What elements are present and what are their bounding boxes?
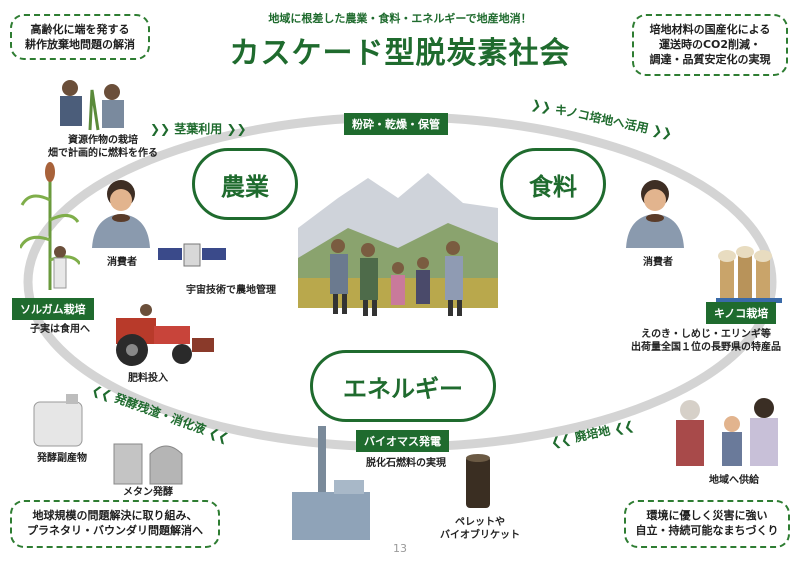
chevron-right-icon: ❯❯ bbox=[150, 122, 171, 136]
caption-regional-supply: 地域へ供給 bbox=[709, 475, 759, 486]
corner-text-line: 環境に優しく災害に強い bbox=[646, 509, 768, 522]
caption-line: 出荷量全国１位の長野県の特産品 bbox=[631, 342, 781, 353]
consumer-left-illustration bbox=[92, 180, 150, 248]
header-subtitle: 地域に根差した農業・食料・エネルギーで地産地消！ bbox=[268, 12, 532, 25]
corner-text-line: プラネタリ・バウンダリ問題解消へ bbox=[27, 524, 203, 537]
corner-box-top-right: 培地材料の国産化による 運送時のCO2削減・ 調達・品質安定化の実現 bbox=[632, 14, 788, 76]
corner-text-line: 地球規模の問題解決に取り組み、 bbox=[32, 509, 198, 522]
biomass-power-plant-illustration bbox=[292, 426, 370, 540]
caption-consumer-left: 消費者 bbox=[107, 257, 137, 268]
cloud-agriculture: 農業 bbox=[192, 148, 298, 220]
corner-text-line: 培地材料の国産化による bbox=[649, 23, 771, 36]
corner-box-bottom-left: 地球規模の問題解決に取り組み、 プラネタリ・バウンダリ問題解消へ bbox=[10, 500, 220, 548]
caption-line: えのき・しめじ・エリンギ等 bbox=[641, 329, 771, 340]
corner-text-line: 運送時のCO2削減・ bbox=[658, 38, 762, 51]
satellite-icon bbox=[158, 243, 226, 267]
caption-methane: メタン発酵 bbox=[123, 487, 173, 498]
caption-mushroom-desc: えのき・しめじ・エリンギ等 出荷量全国１位の長野県の特産品 bbox=[618, 328, 794, 354]
chevron-right-icon: ❯❯ bbox=[530, 97, 553, 116]
consumer-right-illustration bbox=[626, 180, 684, 248]
page-title: カスケード型脱炭素社会 bbox=[229, 36, 571, 71]
sorghum-plant-illustration bbox=[20, 162, 80, 290]
cloud-energy: エネルギー bbox=[310, 350, 496, 422]
caption-resource-crop: 資源作物の栽培 畑で計画的に燃料を作る bbox=[28, 134, 178, 160]
chevron-left-icon: ❮❮ bbox=[549, 431, 573, 450]
tractor-illustration bbox=[116, 304, 214, 366]
sorghum-label: ソルガム栽培 bbox=[12, 298, 94, 320]
child-illustration bbox=[53, 246, 67, 289]
cloud-food: 食料 bbox=[500, 148, 606, 220]
methane-plant-illustration bbox=[113, 443, 183, 485]
arrow-stalk-use: ❯❯ 茎葉利用 ❯❯ bbox=[150, 120, 247, 137]
mushroom-label: キノコ栽培 bbox=[706, 302, 777, 324]
mushroom-bottles-illustration bbox=[716, 246, 782, 303]
processing-label: 粉砕・乾燥・保管 bbox=[344, 113, 448, 135]
caption-line: 畑で計画的に燃料を作る bbox=[48, 148, 158, 159]
caption-consumer-right: 消費者 bbox=[643, 257, 673, 268]
fertilizer-container-icon bbox=[33, 394, 83, 447]
mountain-scene-illustration bbox=[298, 173, 498, 316]
page-number: 13 bbox=[393, 542, 407, 555]
caption-fertilizer: 肥料投入 bbox=[128, 373, 168, 384]
corner-text-line: 高齢化に端を発する bbox=[30, 23, 130, 36]
caption-line: バイオブリケット bbox=[440, 530, 520, 541]
caption-space-tech: 宇宙技術で農地管理 bbox=[186, 285, 276, 296]
caption-byproduct: 発酵副産物 bbox=[37, 453, 87, 464]
caption-fossil: 脱化石燃料の実現 bbox=[366, 458, 446, 469]
corner-box-top-left: 高齢化に端を発する 耕作放棄地問題の解消 bbox=[10, 14, 150, 60]
caption-grain-food: 子実は食用へ bbox=[30, 324, 90, 335]
arrow-label-text: 茎葉利用 bbox=[174, 122, 223, 136]
corner-text-line: 自立・持続可能なまちづくり bbox=[635, 524, 779, 537]
caption-line: ペレットや bbox=[455, 517, 505, 528]
corner-text-line: 耕作放棄地問題の解消 bbox=[25, 38, 135, 51]
biomass-label: バイオマス発電 bbox=[356, 430, 449, 452]
caption-line: 資源作物の栽培 bbox=[68, 135, 138, 146]
pellet-log-icon bbox=[466, 454, 490, 508]
corner-box-bottom-right: 環境に優しく災害に強い 自立・持続可能なまちづくり bbox=[624, 500, 790, 548]
corner-text-line: 調達・品質安定化の実現 bbox=[649, 53, 771, 66]
family-illustration bbox=[676, 398, 778, 466]
chevron-left-icon: ❮❮ bbox=[612, 418, 636, 437]
caption-pellet: ペレットや バイオブリケット bbox=[440, 516, 520, 542]
farmers-illustration bbox=[60, 80, 124, 131]
chevron-right-icon: ❯❯ bbox=[650, 122, 674, 141]
chevron-right-icon: ❯❯ bbox=[226, 122, 247, 136]
